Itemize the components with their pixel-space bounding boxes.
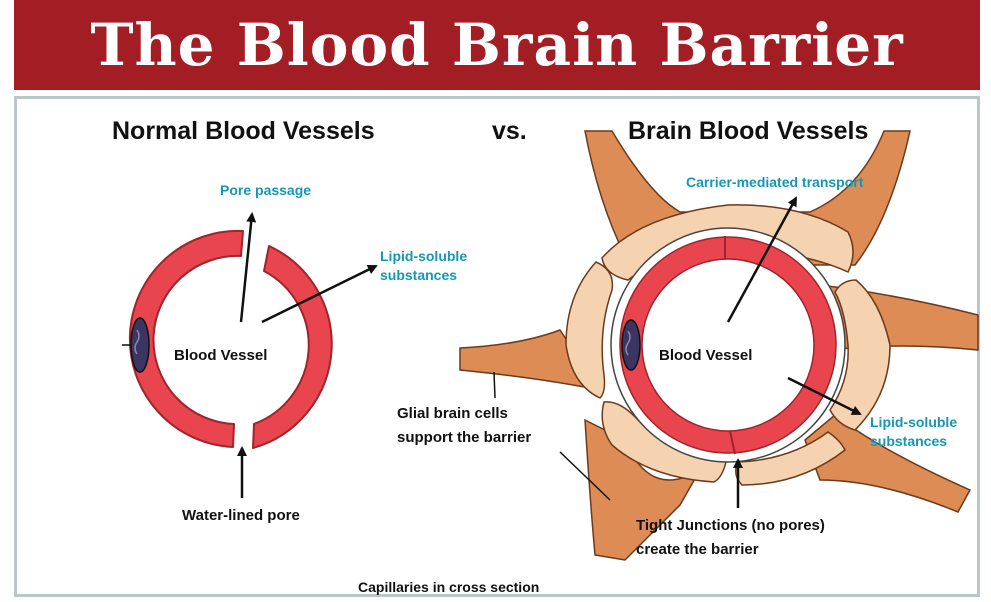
label-glial-1: Glial brain cells — [397, 405, 508, 422]
label-pore-passage: Pore passage — [220, 182, 311, 198]
label-lipid-right-1: Lipid-soluble — [870, 414, 957, 430]
basement-membrane — [611, 228, 845, 462]
heading-brain: Brain Blood Vessels — [628, 117, 868, 145]
heading-normal: Normal Blood Vessels — [112, 117, 375, 145]
caption: Capillaries in cross section — [358, 579, 539, 595]
heading-vs: vs. — [492, 117, 527, 145]
label-blood-vessel-right: Blood Vessel — [659, 347, 752, 364]
label-tight-junctions-1: Tight Junctions (no pores) — [636, 517, 825, 534]
label-lipid-left-2: substances — [380, 267, 457, 283]
label-water-pore: Water-lined pore — [182, 507, 300, 524]
label-carrier-transport: Carrier-mediated transport — [686, 174, 864, 190]
label-blood-vessel-left: Blood Vessel — [174, 347, 267, 364]
label-glial-2: support the barrier — [397, 429, 531, 446]
label-tight-junctions-2: create the barrier — [636, 541, 759, 558]
label-lipid-right-2: substances — [870, 433, 947, 449]
normal-nucleus — [131, 318, 149, 372]
label-lipid-left-1: Lipid-soluble — [380, 248, 467, 264]
brain-nucleus — [622, 320, 640, 370]
normal-vessel — [122, 231, 332, 448]
